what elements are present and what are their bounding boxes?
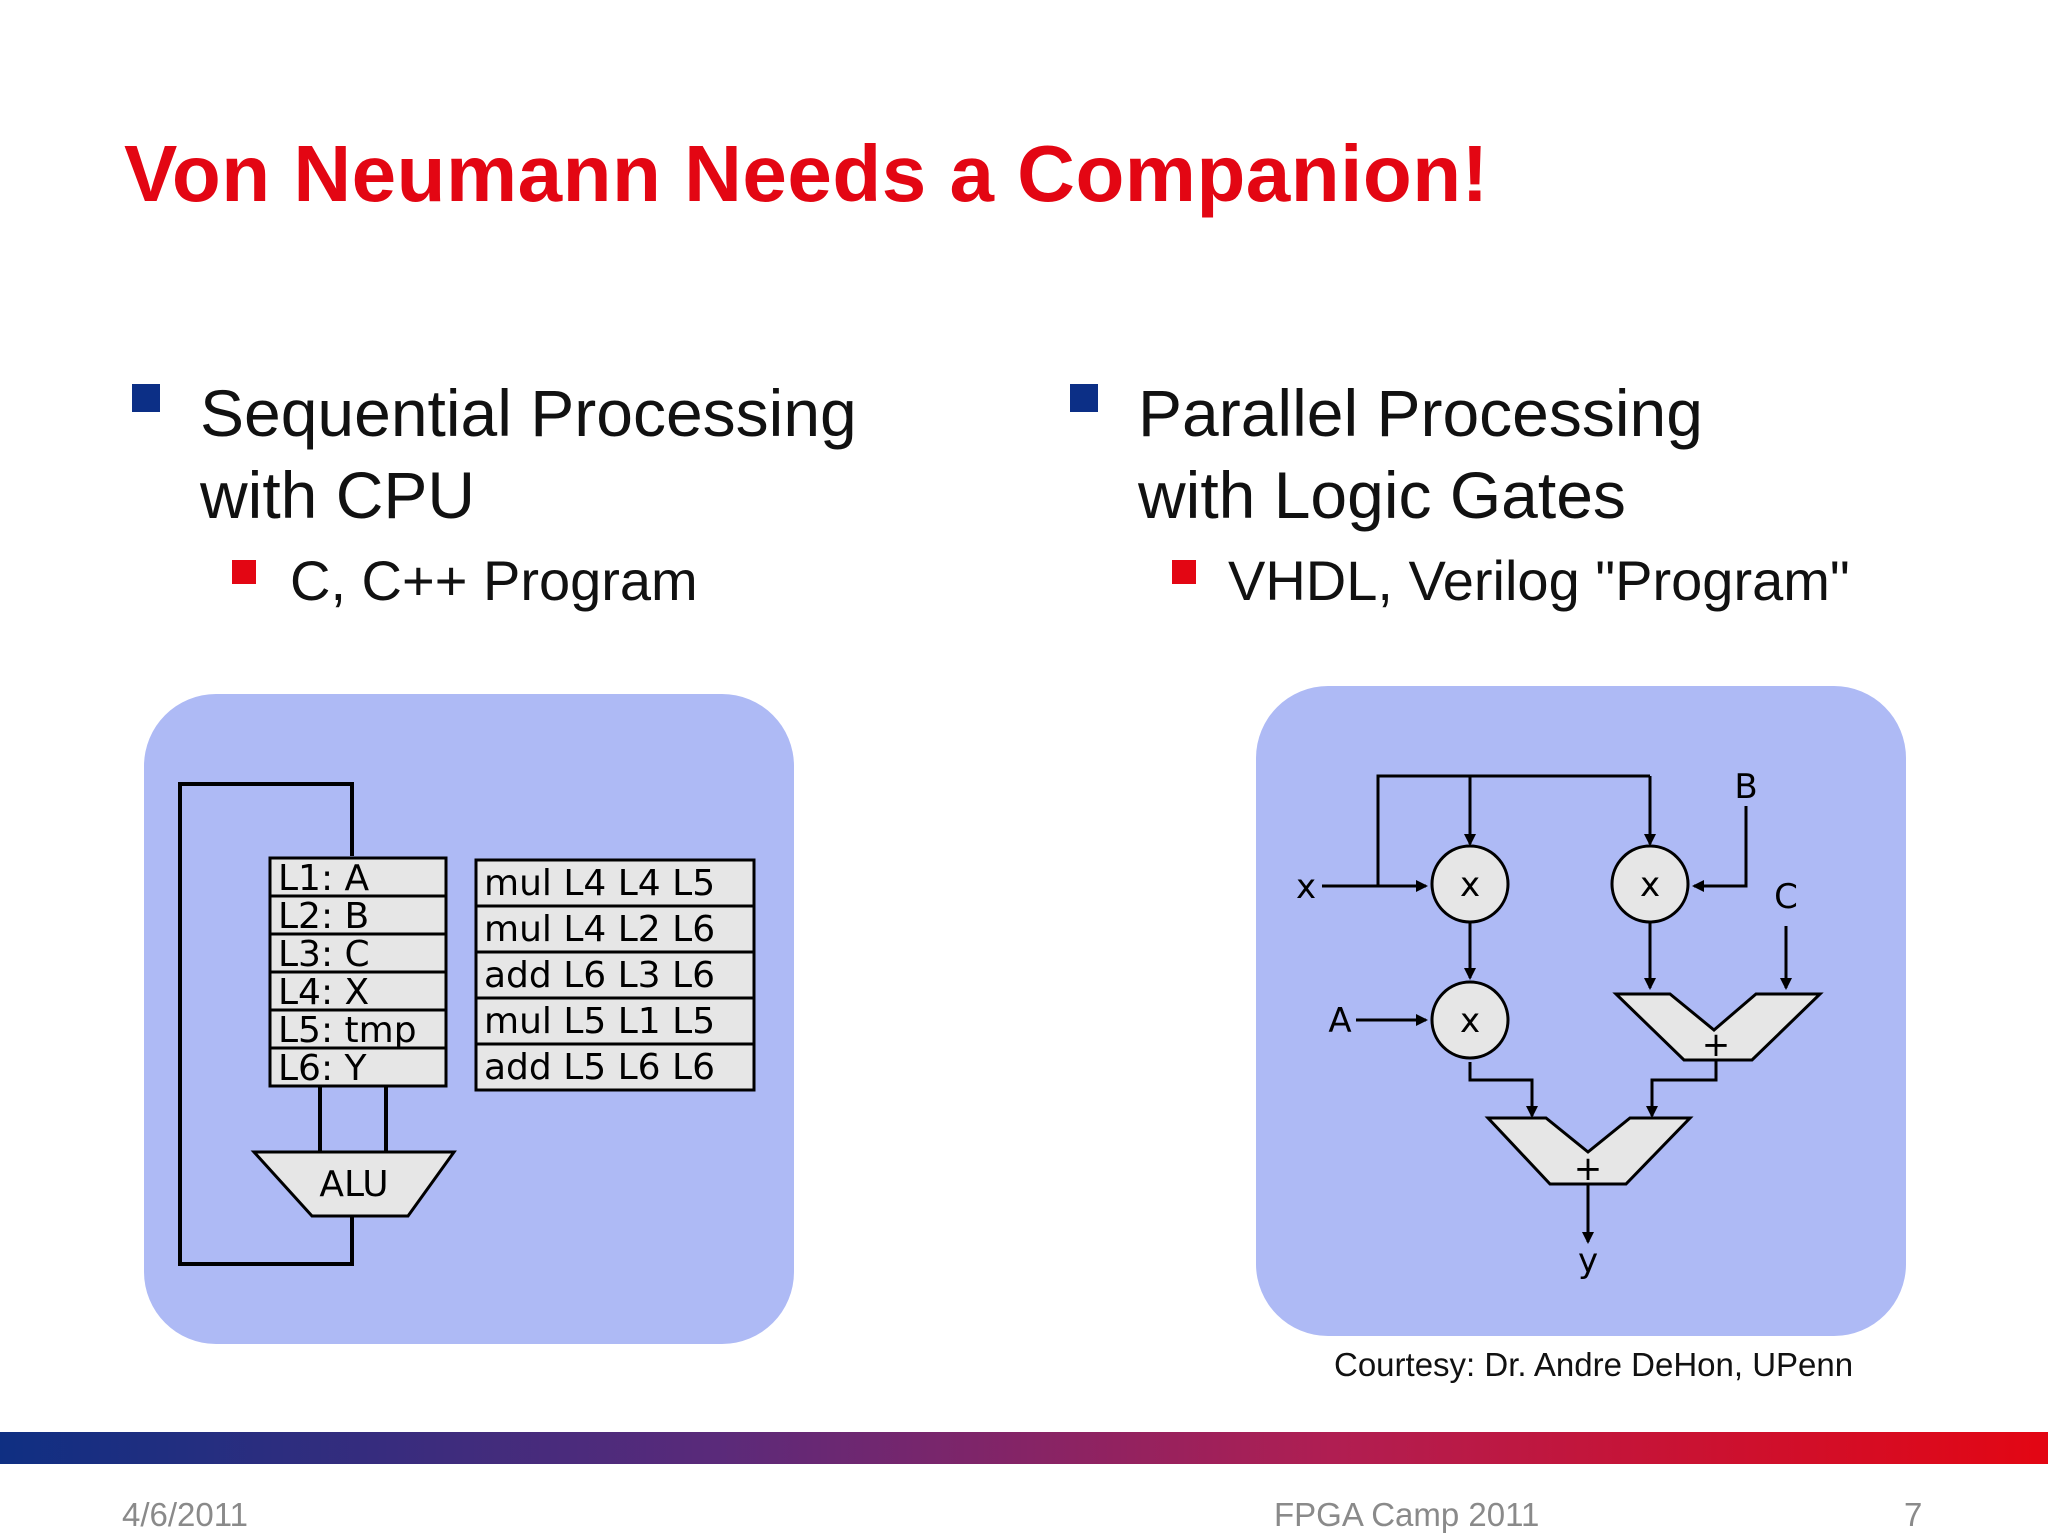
footer-event: FPGA Camp 2011 [1274,1496,1540,1533]
left-heading-line1: Sequential Processing [200,376,857,450]
register-1: L1: A [278,858,370,899]
logic-diagram: x x x + + x A B C y [1296,767,1824,1281]
sub-bullet-marker-right [1172,560,1196,584]
cpu-diagram: L1: A L2: B L3: C L4: X L5: tmp L6: Y mu… [178,782,756,1266]
image-credit: Courtesy: Dr. Andre DeHon, UPenn [1334,1346,1854,1383]
right-sub-bullet: VHDL, Verilog "Program" [1228,549,1850,612]
right-heading: Parallel Processing with Logic Gates [1138,372,1703,536]
register-4: L4: X [278,972,369,1013]
instruction-list: mul L4 L4 L5 mul L4 L2 L6 add L6 L3 L6 m… [474,858,756,1092]
register-2: L2: B [278,896,369,937]
logic-diagram-panel: x x x + + x A B C y [1256,686,1906,1336]
instruction-1: mul L4 L4 L5 [484,863,715,904]
slide-title: Von Neumann Needs a Companion! [124,129,1489,218]
multiplier-node-3 [1430,980,1510,1060]
adder-node-1 [1612,992,1824,1062]
instruction-3: add L6 L3 L6 [484,955,715,996]
right-heading-line1: Parallel Processing [1138,376,1703,450]
adder-node-2 [1484,1116,1694,1186]
right-heading-line2: with Logic Gates [1138,458,1626,532]
multiplier-node-2 [1610,844,1690,924]
register-file: L1: A L2: B L3: C L4: X L5: tmp L6: Y [268,856,448,1089]
instruction-2: mul L4 L2 L6 [484,909,715,950]
input-c-label: C [1774,877,1798,917]
sub-bullet-marker-left [232,560,256,584]
output-y-label: y [1578,1241,1598,1281]
instruction-4: mul L5 L1 L5 [484,1001,715,1042]
left-heading: Sequential Processing with CPU [200,372,857,536]
multiplier-node-2-symbol: x [1640,865,1660,905]
adder-node-2-symbol: + [1574,1149,1603,1189]
alu-block [250,1150,457,1218]
multiplier-node-1 [1430,844,1510,924]
register-6: L6: Y [278,1048,368,1089]
footer-date: 4/6/2011 [122,1496,249,1533]
input-x-label: x [1296,867,1316,907]
multiplier-node-3-symbol: x [1460,1001,1480,1041]
register-3: L3: C [278,934,370,975]
left-sub-bullet: C, C++ Program [290,549,698,612]
slide-number: 7 [1904,1496,1923,1533]
input-a-label: A [1328,1001,1351,1041]
adder-node-1-symbol: + [1702,1025,1731,1065]
bullet-marker-right [1070,384,1098,412]
left-heading-line2: with CPU [200,458,476,532]
register-5: L5: tmp [278,1010,417,1051]
bullet-marker-left [132,384,160,412]
multiplier-node-1-symbol: x [1460,865,1480,905]
input-b-label: B [1734,767,1757,807]
feedback-loop-line [178,782,354,1266]
alu-label: ALU [319,1164,388,1205]
cpu-diagram-panel: L1: A L2: B L3: C L4: X L5: tmp L6: Y mu… [144,694,794,1344]
footer-gradient-bar [0,1432,2048,1464]
instruction-5: add L5 L6 L6 [484,1047,715,1088]
